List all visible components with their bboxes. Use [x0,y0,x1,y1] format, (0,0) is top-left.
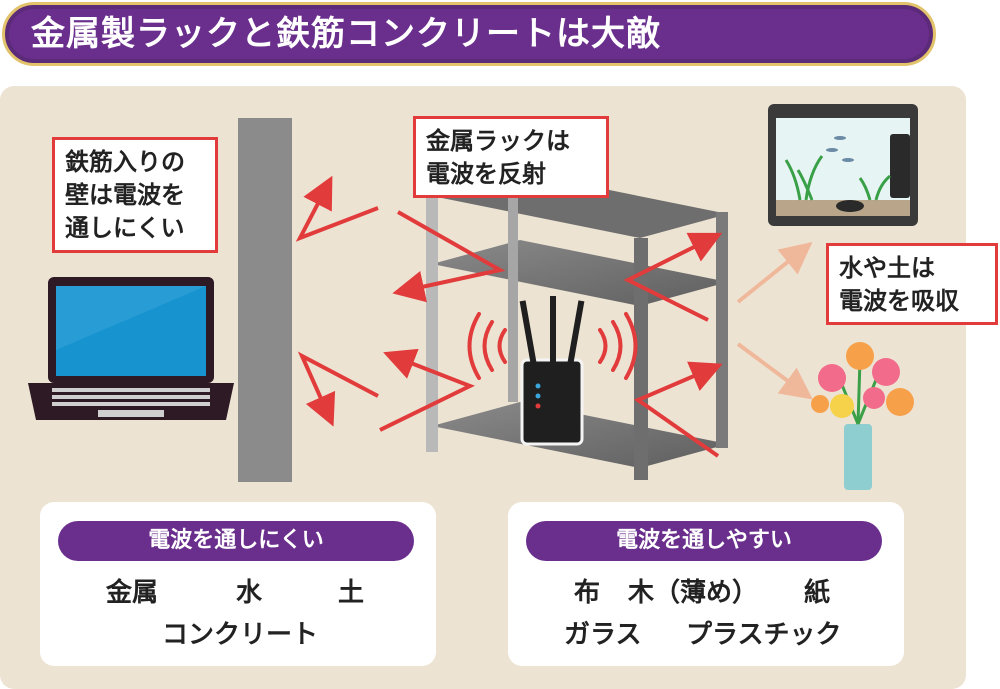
easy-materials-header: 電波を通しやすい [526,521,882,561]
wall-note: 鉄筋入りの 壁は電波を 通しにくい [52,137,218,253]
reflection-arrows [295,175,723,458]
material-soil: 土 [338,578,365,608]
material-glass: ガラス [564,620,642,650]
water-note: 水や土は 電波を吸収 [826,243,998,325]
rack-note: 金属ラックは 電波を反射 [413,116,609,198]
material-metal: 金属 [106,578,159,608]
title-banner: 金属製ラックと鉄筋コンクリートは大敵 [2,2,936,66]
aquarium-icon [768,104,918,226]
material-water: 水 [236,578,263,608]
router-icon [467,296,638,446]
flower-vase-icon [811,342,914,490]
page-title: 金属製ラックと鉄筋コンクリートは大敵 [31,14,661,54]
material-cloth: 布 [574,578,601,608]
material-plastic: プラスチック [686,620,842,650]
material-paper: 紙 [804,578,831,608]
absorption-arrows [736,241,813,400]
material-thin-wood: 木（薄め） [628,578,759,608]
material-concrete: コンクリート [162,620,319,650]
laptop-icon [28,277,234,420]
hard-materials-header: 電波を通しにくい [58,521,414,561]
concrete-wall [238,118,292,482]
